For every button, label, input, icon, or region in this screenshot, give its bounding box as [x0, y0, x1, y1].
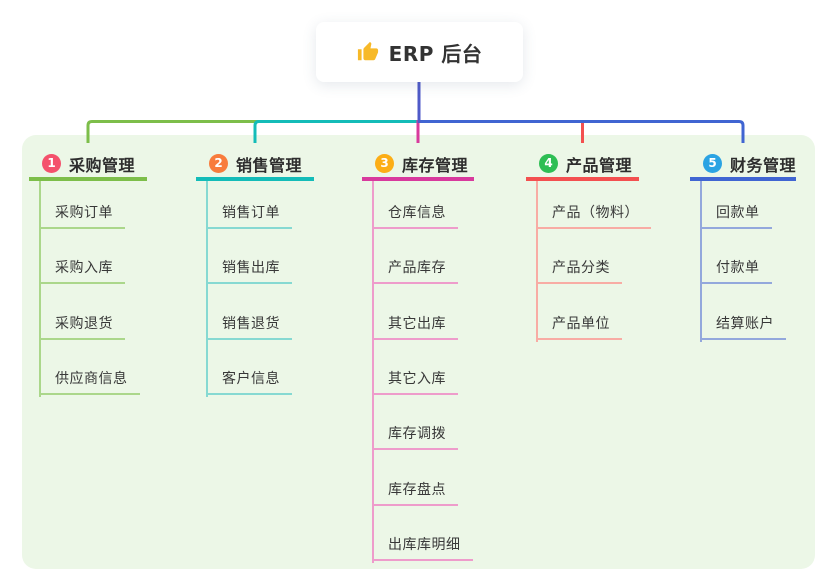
child-node[interactable]: 付款单 — [700, 254, 772, 285]
child-node[interactable]: 回款单 — [700, 199, 772, 229]
child-node[interactable]: 库存盘点 — [372, 476, 458, 506]
child-node[interactable]: 客户信息 — [206, 365, 292, 395]
root-node-title: ERP 后台 — [388, 41, 483, 66]
child-node[interactable]: 库存调拨 — [372, 420, 458, 451]
child-connector-line — [536, 181, 538, 342]
child-connector-line — [700, 181, 702, 342]
branch-number-badge: 4 — [539, 154, 558, 173]
child-node[interactable]: 其它入库 — [372, 365, 458, 395]
branch-node-3[interactable]: 3 库存管理 — [362, 150, 474, 181]
branch-node-1[interactable]: 1 采购管理 — [29, 150, 147, 181]
branch-number-badge: 5 — [703, 154, 722, 173]
root-node[interactable]: ERP 后台 — [316, 22, 523, 82]
child-node[interactable]: 产品分类 — [536, 254, 622, 285]
branch-number-badge: 1 — [42, 154, 61, 173]
child-node[interactable]: 结算账户 — [700, 310, 786, 340]
branch-title: 财务管理 — [730, 155, 797, 175]
child-node[interactable]: 销售退货 — [206, 310, 292, 340]
child-connector-line — [372, 181, 374, 563]
child-node[interactable]: 采购退货 — [39, 310, 125, 340]
child-node[interactable]: 销售订单 — [206, 199, 292, 229]
branch-title: 采购管理 — [69, 155, 136, 175]
child-node[interactable]: 出库库明细 — [372, 531, 473, 561]
child-node[interactable]: 销售出库 — [206, 254, 292, 285]
mindmap-canvas-panel — [22, 135, 815, 569]
thumbs-up-icon — [357, 41, 378, 61]
child-node[interactable]: 采购入库 — [39, 254, 125, 285]
child-connector-line — [39, 181, 41, 397]
branch-title: 产品管理 — [566, 155, 633, 175]
branch-number-badge: 3 — [375, 154, 394, 173]
branch-title: 库存管理 — [402, 155, 469, 175]
child-node[interactable]: 其它出库 — [372, 310, 458, 340]
branch-title: 销售管理 — [236, 155, 303, 175]
child-node[interactable]: 采购订单 — [39, 199, 125, 229]
child-node[interactable]: 仓库信息 — [372, 199, 458, 229]
branch-node-2[interactable]: 2 销售管理 — [196, 150, 314, 181]
child-node[interactable]: 产品单位 — [536, 310, 622, 340]
child-node[interactable]: 供应商信息 — [39, 365, 140, 395]
child-node[interactable]: 产品（物料） — [536, 199, 651, 229]
branch-number-badge: 2 — [209, 154, 228, 173]
branch-node-5[interactable]: 5 财务管理 — [690, 150, 796, 181]
branch-node-4[interactable]: 4 产品管理 — [526, 150, 639, 181]
child-node[interactable]: 产品库存 — [372, 254, 458, 285]
child-connector-line — [206, 181, 208, 397]
